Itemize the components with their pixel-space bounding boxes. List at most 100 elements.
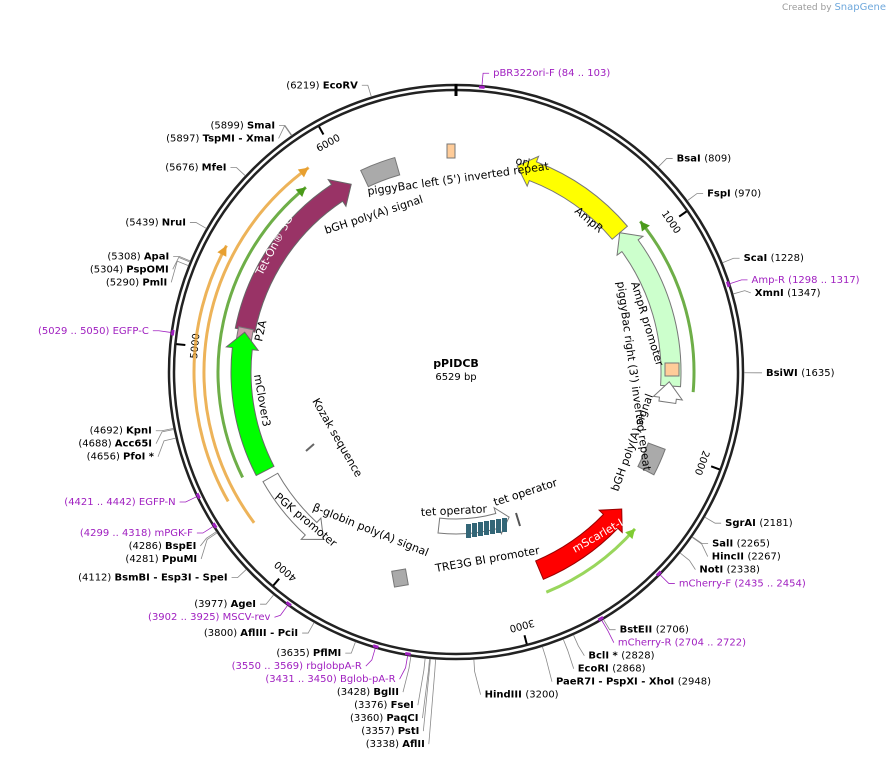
site-label[interactable]: FspI (970) bbox=[707, 188, 761, 199]
site-label[interactable]: (5439) NruI bbox=[125, 217, 186, 228]
tet-op-block bbox=[496, 519, 501, 533]
site-label[interactable]: BstEII (2706) bbox=[620, 625, 689, 636]
piggybac-left-feature[interactable] bbox=[446, 143, 456, 159]
guide-arrowhead bbox=[295, 187, 306, 197]
backbone bbox=[167, 83, 745, 661]
tet-operator-single[interactable] bbox=[515, 512, 521, 527]
site-label[interactable]: (6219) EcoRV bbox=[286, 80, 358, 91]
tet-op-block bbox=[472, 523, 477, 537]
mscarlet-i-feature[interactable] bbox=[534, 508, 623, 580]
site-label[interactable]: PaeR7I - PspXI - XhoI (2948) bbox=[556, 677, 711, 688]
site-label[interactable]: (4281) PpuMI bbox=[125, 554, 197, 565]
site-label[interactable]: HindIII (3200) bbox=[485, 690, 559, 701]
tet-on-3g-feature[interactable] bbox=[234, 178, 352, 333]
site-leader bbox=[422, 658, 430, 719]
site-label[interactable]: BsiWI (1635) bbox=[766, 368, 835, 379]
primer-leader bbox=[660, 574, 675, 584]
site-label[interactable]: (3360) PaqCI bbox=[350, 713, 418, 724]
primer-label[interactable]: mCherry-F (2435 .. 2454) bbox=[679, 578, 806, 589]
primer-label[interactable]: mCherry-R (2704 .. 2722) bbox=[618, 638, 746, 649]
site-leader bbox=[562, 639, 575, 669]
site-label[interactable]: (5676) MfeI bbox=[165, 163, 226, 174]
ampr-promoter-feature[interactable] bbox=[652, 381, 684, 405]
primer-label[interactable]: (4299 .. 4318) mPGK-F bbox=[80, 528, 193, 539]
site-label[interactable]: (5304) PspOMI bbox=[90, 264, 169, 275]
site-label[interactable]: (3376) FseI bbox=[354, 700, 414, 711]
site-label[interactable]: (4688) Acc65I bbox=[78, 439, 152, 450]
primer-leader bbox=[729, 279, 748, 284]
site-leader bbox=[189, 222, 207, 229]
primer-mark bbox=[597, 615, 604, 622]
site-label[interactable]: EcoRI (2868) bbox=[578, 664, 646, 675]
site-leader-lines bbox=[152, 72, 762, 745]
site-leader bbox=[722, 257, 740, 264]
site-leader bbox=[170, 260, 189, 283]
tet-op-block bbox=[466, 524, 471, 538]
feature-guides bbox=[192, 166, 696, 594]
guide-arrowhead bbox=[640, 221, 650, 232]
site-label[interactable]: SalI (2265) bbox=[712, 539, 770, 550]
primer-leader bbox=[196, 526, 214, 534]
site-label[interactable]: (3977) AgeI bbox=[194, 599, 256, 610]
ampr-feature[interactable] bbox=[616, 232, 682, 388]
primer-label[interactable]: (5029 .. 5050) EGFP-C bbox=[38, 326, 149, 337]
primer-label[interactable]: (4421 .. 4442) EGFP-N bbox=[64, 497, 175, 508]
tet-op-block bbox=[490, 520, 495, 534]
primer-label[interactable]: (3431 .. 3450) Bglob-pA-R bbox=[265, 674, 395, 685]
primer-leader bbox=[481, 72, 490, 86]
primer-label[interactable]: (3550 .. 3569) rbglobpA-R bbox=[232, 661, 362, 672]
site-label[interactable]: SgrAI (2181) bbox=[725, 518, 793, 529]
site-label[interactable]: (5308) ApaI bbox=[107, 251, 169, 262]
bgh-polya-right-feature[interactable] bbox=[637, 442, 666, 476]
tick-mark bbox=[318, 126, 325, 135]
site-leader bbox=[173, 255, 191, 262]
site-label[interactable]: XmnI (1347) bbox=[755, 288, 821, 299]
site-leader bbox=[172, 256, 190, 270]
site-label[interactable]: (4692) KpnI bbox=[90, 426, 152, 437]
site-label[interactable]: (5290) PmlI bbox=[106, 277, 167, 288]
site-label[interactable]: (3357) PstI bbox=[361, 726, 419, 737]
tet-op-block bbox=[484, 521, 489, 535]
site-label[interactable]: (3800) AflIII - PciI bbox=[204, 628, 298, 639]
site-label[interactable]: (3635) PflMI bbox=[276, 648, 341, 659]
site-label[interactable]: (3338) AflII bbox=[366, 739, 425, 750]
site-label[interactable]: ScaI (1228) bbox=[744, 253, 804, 264]
guide-arrowhead bbox=[217, 245, 227, 257]
site-label[interactable]: (4286) BspEI bbox=[129, 541, 197, 552]
guide-arc bbox=[192, 244, 230, 503]
site-label[interactable]: BclI * (2828) bbox=[588, 651, 654, 662]
primer-label[interactable]: pBR322ori-F (84 .. 103) bbox=[493, 68, 610, 79]
bgh-polya-top-feature[interactable] bbox=[360, 156, 401, 188]
mclover3-feature[interactable] bbox=[225, 331, 275, 477]
pgk-promoter-feature[interactable] bbox=[262, 472, 325, 540]
primer-mark bbox=[170, 329, 175, 336]
beta-globin-feature[interactable] bbox=[391, 568, 409, 588]
ori-feature[interactable] bbox=[516, 155, 629, 240]
site-label[interactable]: (3428) BglII bbox=[337, 687, 399, 698]
site-leader bbox=[422, 658, 431, 732]
piggybac-right-feature[interactable] bbox=[664, 362, 680, 377]
restriction-site-labels: (6219) EcoRV (5899) SmaI (5897) TspMI - Xm… bbox=[38, 68, 860, 750]
tet-operator-array[interactable] bbox=[466, 518, 507, 538]
site-label[interactable]: HincII (2267) bbox=[712, 552, 781, 563]
tick-mark bbox=[710, 465, 720, 471]
site-label[interactable]: (4656) PfoI * bbox=[87, 452, 155, 463]
primer-mark bbox=[725, 281, 731, 288]
kozak-feature[interactable] bbox=[305, 443, 315, 452]
primer-label[interactable]: Amp-R (1298 .. 1317) bbox=[752, 275, 860, 286]
snapgene-credit: Created by SnapGene bbox=[782, 2, 886, 13]
site-leader bbox=[657, 158, 673, 168]
site-label[interactable]: (4112) BsmBI - Esp3I - SpeI bbox=[78, 573, 227, 584]
site-label[interactable]: BsaI (809) bbox=[677, 153, 732, 164]
primer-label[interactable]: (3902 .. 3925) MSCV-rev bbox=[148, 612, 270, 623]
site-label[interactable]: (5897) TspMI - XmaI bbox=[166, 133, 274, 144]
site-label[interactable]: (5899) SmaI bbox=[211, 120, 276, 131]
site-label[interactable]: NotI (2338) bbox=[699, 565, 760, 576]
guide-arrowhead bbox=[297, 167, 309, 178]
tre3g-label: TRE3G BI promoter bbox=[433, 544, 541, 575]
tet-operator-label-1: tet operator bbox=[420, 503, 487, 519]
p2a-label: P2A bbox=[252, 319, 269, 343]
site-leader bbox=[733, 290, 751, 295]
tick-label: 4000 bbox=[273, 558, 299, 583]
site-leader bbox=[279, 125, 293, 136]
